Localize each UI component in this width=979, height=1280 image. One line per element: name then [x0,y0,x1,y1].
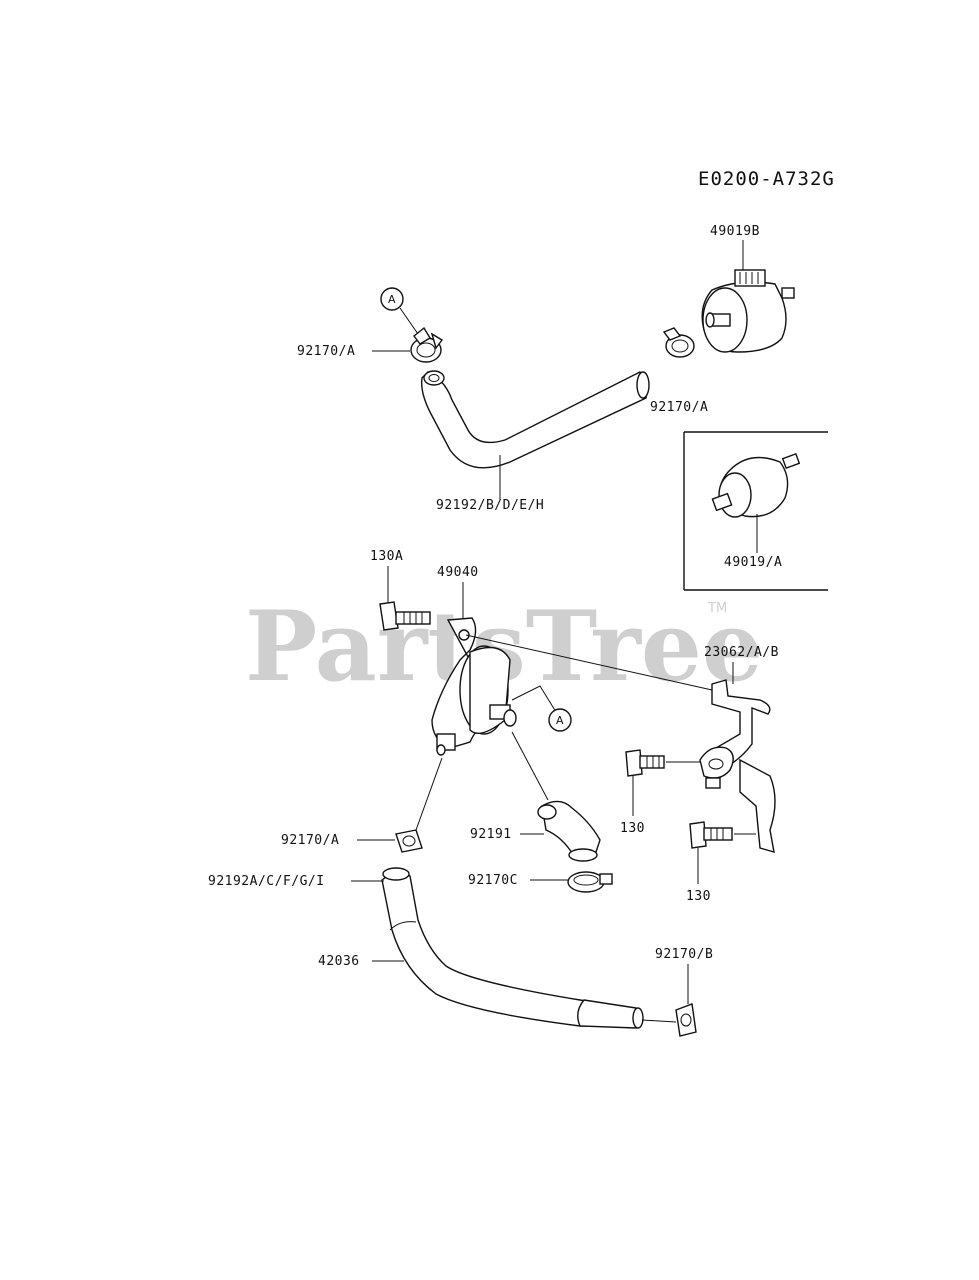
callout-a-mid [548,708,572,732]
label-92192-bottom: 92192A/C/F/G/I [208,874,325,889]
inset-box [683,431,828,591]
hose-elbow-92191[interactable] [537,800,601,862]
label-42036: 42036 [318,954,360,969]
label-23062: 23062/A/B [704,645,779,660]
hose-clamp-92170a-top[interactable] [410,326,444,363]
label-92170c: 92170C [468,873,518,888]
callout-a-top [380,287,404,311]
label-49019a: 49019/A [724,555,782,570]
bracket-23062[interactable] [699,679,776,853]
fuel-filter-49019b[interactable] [701,269,795,353]
label-92170b: 92170/B [655,947,713,962]
label-92170a-top: 92170/A [297,344,355,359]
bolt-130-upper[interactable] [625,749,665,777]
hose-clamp-92170a-mid[interactable] [395,829,423,853]
fuel-hose-42036[interactable] [381,867,644,1029]
fuel-hose-92192-top[interactable] [420,370,650,469]
label-130a: 130A [370,549,403,564]
label-49019b: 49019B [710,224,760,239]
hose-clamp-92170b[interactable] [675,1003,697,1037]
watermark-tm: TM [707,601,727,616]
callout-a-mid-text: A [556,714,564,727]
label-130-upper: 130 [620,821,645,836]
label-92170a-mid: 92170/A [281,833,339,848]
label-92192-top: 92192/B/D/E/H [436,498,544,513]
fuel-pump-49040[interactable] [431,617,517,756]
fuel-filter-49019a[interactable] [711,453,801,518]
bolt-130a[interactable] [379,601,431,631]
hose-clamp-92170a-right[interactable] [662,327,695,358]
callout-a-top-text: A [388,293,396,306]
label-49040: 49040 [437,565,479,580]
label-130-lower: 130 [686,889,711,904]
hose-clamp-92170c[interactable] [567,871,613,893]
label-92191: 92191 [470,827,512,842]
diagram-code: E0200-A732G [698,168,835,190]
bolt-130-lower[interactable] [689,821,733,849]
label-92170a-right: 92170/A [650,400,708,415]
